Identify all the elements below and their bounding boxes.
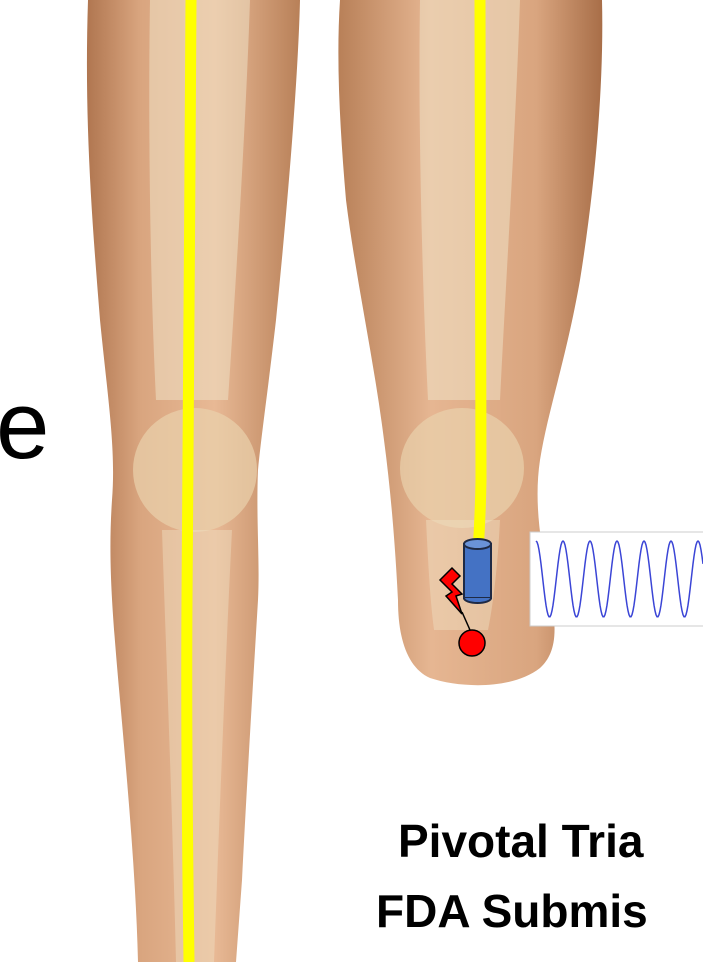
caption-line-2: FDA Submis <box>376 888 648 934</box>
caption-line-1: Pivotal Tria <box>398 818 643 864</box>
cropped-title-fragment: e <box>0 378 49 474</box>
sine-wave-icon <box>530 532 703 626</box>
left-nerve-line <box>187 0 191 962</box>
cylinder-stimulator-icon <box>464 539 491 603</box>
red-dot-electrode-icon <box>459 630 485 656</box>
left-knee <box>133 408 257 532</box>
right-knee <box>400 408 524 528</box>
